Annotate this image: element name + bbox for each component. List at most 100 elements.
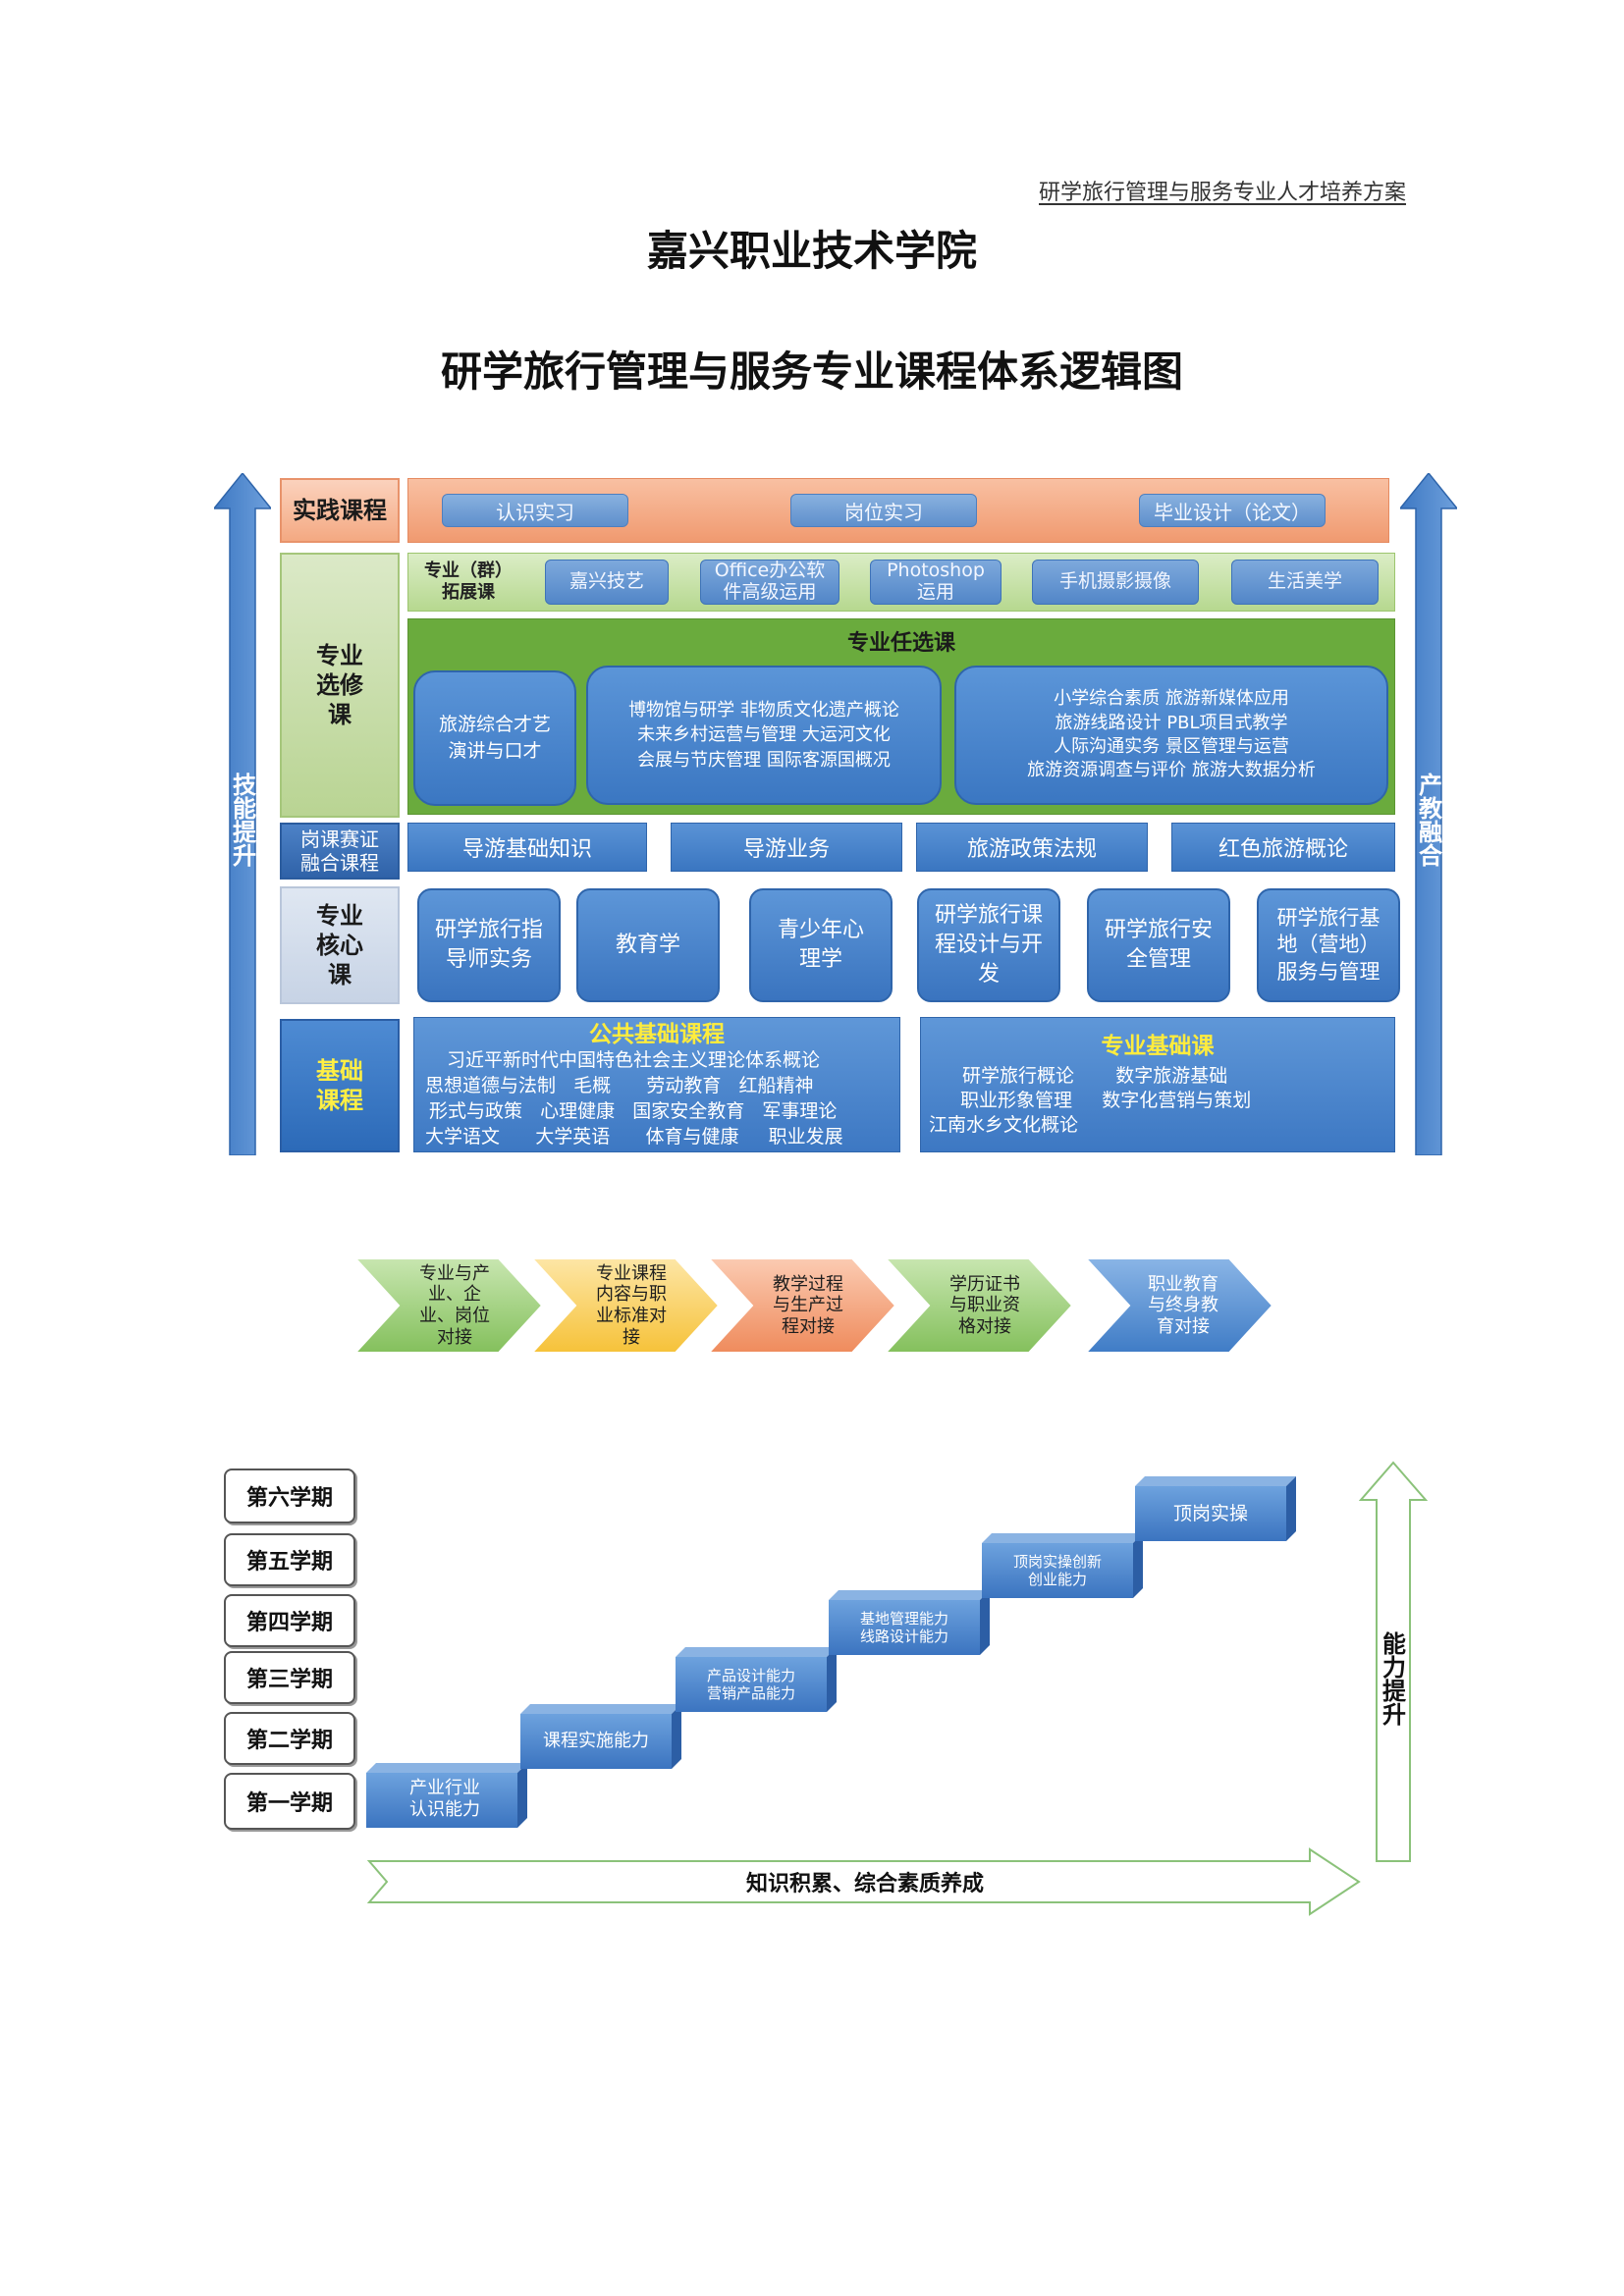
major-foundation-line-3: 江南水乡文化概论 — [929, 1114, 1079, 1136]
foundation-label: 基础课程 — [280, 1019, 400, 1152]
chevron-1-text: 专业与产业、企业、岗位对接 — [401, 1261, 509, 1350]
step-1-text: 产业行业认识能力 — [376, 1774, 514, 1825]
major-foundation-title: 专业基础课 — [1101, 1034, 1215, 1059]
chevron-1-shape — [352, 1257, 544, 1354]
chevron-3-text: 教学过程与生产过程对接 — [754, 1261, 862, 1350]
ability-arrow-label: 能力提升 — [1378, 1631, 1406, 1726]
list-item: 小学综合素质 旅游新媒体应用 — [1054, 688, 1289, 710]
step-1-shape — [366, 1763, 527, 1828]
core-item-youth-psychology-text: 青少年心理学 — [777, 918, 864, 972]
document-header: 研学旅行管理与服务专业人才培养方案 — [1039, 181, 1407, 205]
core-item-course-design-text: 研学旅行课程设计与开发 — [934, 903, 1043, 987]
chevron-3-label: 教学过程与生产过程对接 — [773, 1273, 843, 1337]
chevron-2-text: 专业课程内容与职业标准对接 — [577, 1261, 685, 1350]
step-4-text: 基地管理能力线路设计能力 — [829, 1600, 980, 1655]
optional-group-talent: 旅游综合才艺 演讲与口才 — [413, 670, 576, 806]
public-foundation-line-1: 习近平新时代中国特色社会主义理论体系概论 — [447, 1049, 821, 1071]
optional-group-culture: 博物馆与研学 非物质文化遗产概论 未来乡村运营与管理 大运河文化 会展与节庆管理… — [586, 666, 942, 805]
public-foundation-title: 公共基础课程 — [589, 1022, 725, 1047]
public-foundation-line-2: 思想道德与法制 毛概 劳动教育 红船精神 — [425, 1075, 814, 1096]
staircase — [366, 1476, 1296, 1828]
core-item-safety-text: 研学旅行安全管理 — [1104, 918, 1213, 972]
major-foundation-line-2: 职业形象管理 数字化营销与策划 — [960, 1090, 1252, 1111]
term-3: 第三学期 — [224, 1651, 355, 1704]
list-item: 演讲与口才 — [448, 740, 542, 762]
core-item-instructor-text: 研学旅行指导师实务 — [434, 918, 543, 972]
list-item: 旅游综合才艺 — [438, 714, 551, 736]
extension-item-jiaxing-craft: 嘉兴技艺 — [545, 560, 669, 605]
step-4-shape — [829, 1590, 990, 1655]
step-5-label: 顶岗实操创新创业能力 — [1012, 1553, 1102, 1588]
core-item-instructor: 研学旅行指导师实务 — [417, 888, 561, 1002]
step-3-text: 产品设计能力营销产品能力 — [676, 1657, 827, 1712]
chevron-5-shape — [1083, 1257, 1274, 1354]
optional-group-culture-lines: 博物馆与研学 非物质文化遗产概论 未来乡村运营与管理 大运河文化 会展与节庆管理… — [628, 698, 899, 773]
step-3-label: 产品设计能力营销产品能力 — [706, 1667, 795, 1702]
knowledge-arrow-icon — [367, 1847, 1361, 1916]
extension-item-photoshop-text: Photoshop运用 — [887, 560, 985, 603]
term-1: 第一学期 — [224, 1773, 355, 1830]
practice-label: 实践课程 — [280, 478, 400, 543]
chevron-4-text: 学历证书与职业资格对接 — [931, 1261, 1039, 1350]
integration-label-text: 岗课赛证融合课程 — [300, 828, 379, 875]
extension-label-text: 专业（群）拓展课 — [424, 561, 513, 603]
list-item: 旅游资源调查与评价 旅游大数据分析 — [1027, 760, 1316, 781]
extension-item-office: Office办公软件高级运用 — [700, 560, 839, 605]
major-foundation-line-1: 研学旅行概论 数字旅游基础 — [962, 1065, 1228, 1087]
core-item-youth-psychology: 青少年心理学 — [749, 888, 893, 1002]
chevron-flow — [352, 1257, 1274, 1354]
step-6-text: 顶岗实操 — [1172, 1502, 1248, 1524]
extension-label: 专业（群）拓展课 — [414, 558, 522, 607]
term-6: 第六学期 — [224, 1468, 355, 1523]
step-1-label: 产业行业认识能力 — [409, 1778, 480, 1820]
page-title: 研学旅行管理与服务专业课程体系逻辑图 — [440, 347, 1183, 396]
chevron-1-label: 专业与产业、企业、岗位对接 — [419, 1262, 490, 1348]
term-5: 第五学期 — [224, 1533, 355, 1586]
core-label: 专业核心课 — [280, 886, 400, 1004]
step-2-text: 课程实施能力 — [543, 1731, 649, 1752]
chevron-2-label: 专业课程内容与职业标准对接 — [596, 1262, 667, 1348]
public-foundation-line-3: 形式与政策 心理健康 国家安全教育 军事理论 — [429, 1100, 838, 1122]
step-2-shape — [520, 1704, 681, 1769]
integration-label: 岗课赛证融合课程 — [280, 823, 400, 880]
extension-item-mobile-photo: 手机摄影摄像 — [1032, 560, 1199, 605]
chevron-4-label: 学历证书与职业资格对接 — [949, 1273, 1020, 1337]
industry-arrow-label: 产教融合 — [1414, 773, 1442, 867]
school-name: 嘉兴职业技术学院 — [646, 227, 977, 275]
extension-item-photoshop: Photoshop运用 — [870, 560, 1001, 605]
practice-item-graduation-design: 毕业设计（论文） — [1139, 494, 1326, 527]
industry-arrow-icon — [1400, 473, 1457, 1155]
ability-arrow-icon — [1359, 1461, 1428, 1862]
public-foundation-panel — [413, 1017, 900, 1152]
core-item-course-design: 研学旅行课程设计与开发 — [917, 888, 1060, 1002]
extension-item-life-aesthetics: 生活美学 — [1231, 560, 1379, 605]
core-label-text: 专业核心课 — [316, 902, 363, 988]
optional-group-talent-lines: 旅游综合才艺 演讲与口才 — [439, 712, 551, 764]
core-item-pedagogy: 教育学 — [576, 888, 720, 1002]
optional-group-tourism: 小学综合素质 旅游新媒体应用 旅游线路设计 PBL项目式教学 人际沟通实务 景区… — [954, 666, 1388, 805]
major-foundation-panel — [920, 1017, 1395, 1152]
list-item: 旅游线路设计 PBL项目式教学 — [1055, 712, 1288, 733]
integration-item-guide-business: 导游业务 — [671, 823, 902, 872]
public-foundation-line-4: 大学语文 大学英语 体育与健康 职业发展 — [425, 1126, 843, 1148]
step-5-shape — [982, 1533, 1143, 1598]
foundation-label-text: 基础课程 — [316, 1057, 363, 1114]
list-item: 博物馆与研学 非物质文化遗产概论 — [628, 700, 899, 721]
step-6-shape — [1135, 1476, 1296, 1541]
list-item: 会展与节庆管理 国际客源国概况 — [637, 749, 891, 771]
term-4: 第四学期 — [224, 1594, 355, 1647]
chevron-5-label: 职业教育与终身教育对接 — [1148, 1273, 1218, 1337]
integration-item-red-tourism: 红色旅游概论 — [1171, 823, 1395, 872]
extension-item-office-text: Office办公软件高级运用 — [714, 560, 826, 603]
step-4-label: 基地管理能力线路设计能力 — [859, 1610, 948, 1645]
chevron-4-shape — [883, 1257, 1074, 1354]
step-3-shape — [676, 1647, 837, 1712]
list-item: 人际沟通实务 景区管理与运营 — [1054, 736, 1289, 757]
knowledge-arrow-label: 知识积累、综合素质养成 — [745, 1872, 984, 1896]
skill-arrow-label: 技能提升 — [228, 773, 256, 867]
chevron-3-shape — [706, 1257, 897, 1354]
core-item-safety: 研学旅行安全管理 — [1087, 888, 1230, 1002]
elective-label-text: 专业选修课 — [316, 642, 363, 728]
practice-item-cognition-internship: 认识实习 — [442, 494, 628, 527]
practice-item-job-internship: 岗位实习 — [790, 494, 977, 527]
